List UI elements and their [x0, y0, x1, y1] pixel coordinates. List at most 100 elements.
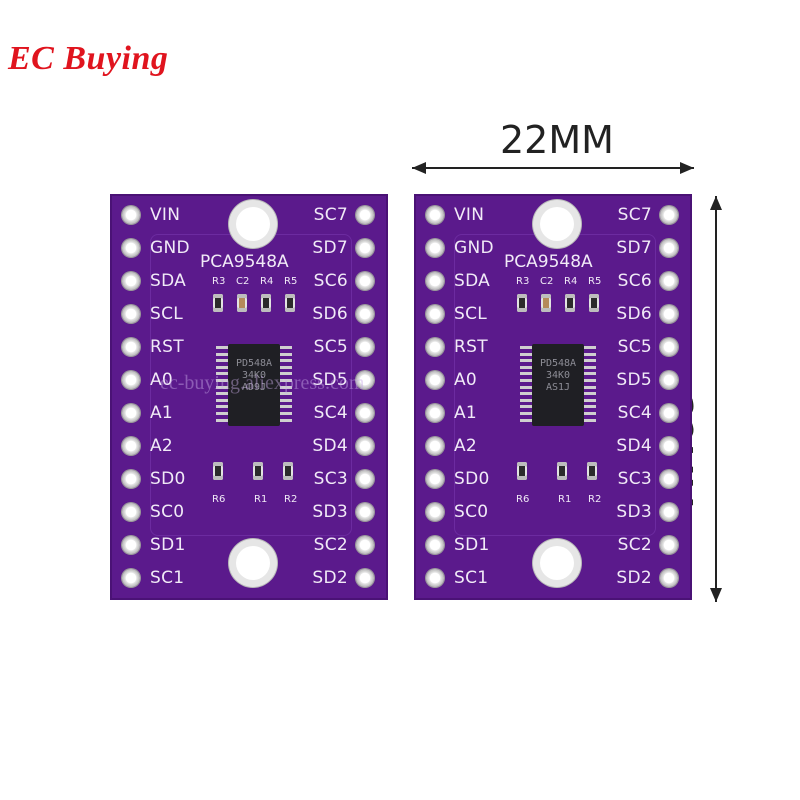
pin-label-a1: A1 [150, 403, 174, 423]
resistor-r2 [283, 462, 293, 480]
pin-label-sc0: SC0 [150, 502, 185, 522]
chip-name-label: PCA9548A [200, 252, 289, 272]
pin-label-sc6: SC6 [313, 271, 348, 291]
ic-leg [216, 418, 228, 422]
ic-leg [520, 379, 532, 382]
ic-leg [520, 372, 532, 376]
height-arrow-bottom-head [710, 588, 722, 602]
pcb-board-1: PCA9548A R3 C2 R4 R5 PD548A 34K0 AD9J R6… [110, 194, 388, 600]
ic-leg [216, 392, 228, 396]
pin-label-sd4: SD4 [616, 436, 652, 456]
pin-sda [122, 272, 140, 290]
width-arrow-right-head [680, 162, 694, 174]
pin-label-sc3: SC3 [617, 469, 652, 489]
pin-label-sc6: SC6 [617, 271, 652, 291]
ic-leg [520, 418, 532, 422]
pin-label-sd1: SD1 [150, 535, 186, 555]
resistor-r5 [285, 294, 295, 312]
pin-scl [426, 305, 444, 323]
pin-sd4 [356, 437, 374, 455]
pin-gnd [426, 239, 444, 257]
ic-marking-line-2: 34K0 [241, 370, 267, 381]
pin-label-vin: VIN [150, 205, 181, 225]
pin-sc4 [356, 404, 374, 422]
pin-label-rst: RST [150, 337, 184, 357]
pin-sda [426, 272, 444, 290]
component-label-r2: R2 [588, 494, 602, 505]
component-label-c2: C2 [540, 276, 554, 287]
pin-rst [122, 338, 140, 356]
ic-leg [584, 392, 596, 396]
resistor-r6 [517, 462, 527, 480]
pin-label-a2: A2 [454, 436, 478, 456]
pin-label-sc5: SC5 [313, 337, 348, 357]
ic-leg [520, 359, 532, 363]
pin-sd6 [356, 305, 374, 323]
pin-sd2 [660, 569, 678, 587]
pin-sd3 [356, 503, 374, 521]
capacitor-c2 [237, 294, 247, 312]
pin-sd1 [426, 536, 444, 554]
pin-sd7 [660, 239, 678, 257]
ic-leg [584, 346, 596, 349]
pin-a0 [122, 371, 140, 389]
ic-leg [216, 372, 228, 376]
resistor-r5 [589, 294, 599, 312]
brand-logo: EC Buying [8, 40, 169, 77]
ic-leg [520, 392, 532, 396]
component-label-r2: R2 [284, 494, 298, 505]
ic-leg [280, 379, 292, 382]
ic-leg [280, 352, 292, 356]
pin-sc5 [660, 338, 678, 356]
ic-marking-line-1: PD548A [539, 358, 577, 369]
pin-label-sc2: SC2 [617, 535, 652, 555]
pin-label-sc5: SC5 [617, 337, 652, 357]
component-label-r1: R1 [254, 494, 268, 505]
pcb-board-2: PCA9548A R3 C2 R4 R5 PD548A 34K0 AS1J R6… [414, 194, 692, 600]
pin-a2 [426, 437, 444, 455]
pin-label-sd2: SD2 [312, 568, 348, 588]
mounting-hole-top [540, 207, 574, 241]
pin-sc2 [660, 536, 678, 554]
ic-marking-line-3: AS1J [545, 382, 571, 393]
pin-label-vin: VIN [454, 205, 485, 225]
pin-sc1 [426, 569, 444, 587]
ic-leg [584, 365, 596, 369]
pin-label-rst: RST [454, 337, 488, 357]
watermark-text: ec-buying.aliexpress.com [160, 372, 365, 394]
pin-sc1 [122, 569, 140, 587]
pin-label-sd4: SD4 [312, 436, 348, 456]
ic-marking-line-1: PD548A [235, 358, 273, 369]
ic-leg [584, 385, 596, 389]
pin-sd5 [356, 371, 374, 389]
ic-leg [520, 352, 532, 356]
pin-sc4 [660, 404, 678, 422]
pin-scl [122, 305, 140, 323]
ic-leg [280, 398, 292, 402]
pin-sc2 [356, 536, 374, 554]
pin-label-sc4: SC4 [313, 403, 348, 423]
ic-leg [584, 379, 596, 382]
pin-label-sd2: SD2 [616, 568, 652, 588]
component-label-r4: R4 [564, 276, 578, 287]
resistor-r4 [565, 294, 575, 312]
pin-sd1 [122, 536, 140, 554]
pin-label-sd3: SD3 [616, 502, 652, 522]
pin-label-sc0: SC0 [454, 502, 489, 522]
resistor-r1 [253, 462, 263, 480]
height-arrow-top-head [710, 196, 722, 210]
width-arrow-left-head [412, 162, 426, 174]
pin-label-sd0: SD0 [150, 469, 186, 489]
pin-label-sc7: SC7 [313, 205, 348, 225]
resistor-r2 [587, 462, 597, 480]
ic-leg [280, 392, 292, 396]
ic-leg [280, 359, 292, 363]
ic-leg [280, 372, 292, 376]
pin-vin [426, 206, 444, 224]
resistor-r4 [261, 294, 271, 312]
ic-leg [520, 365, 532, 369]
ic-leg [280, 405, 292, 409]
pin-sd7 [356, 239, 374, 257]
pin-label-sd1: SD1 [454, 535, 490, 555]
